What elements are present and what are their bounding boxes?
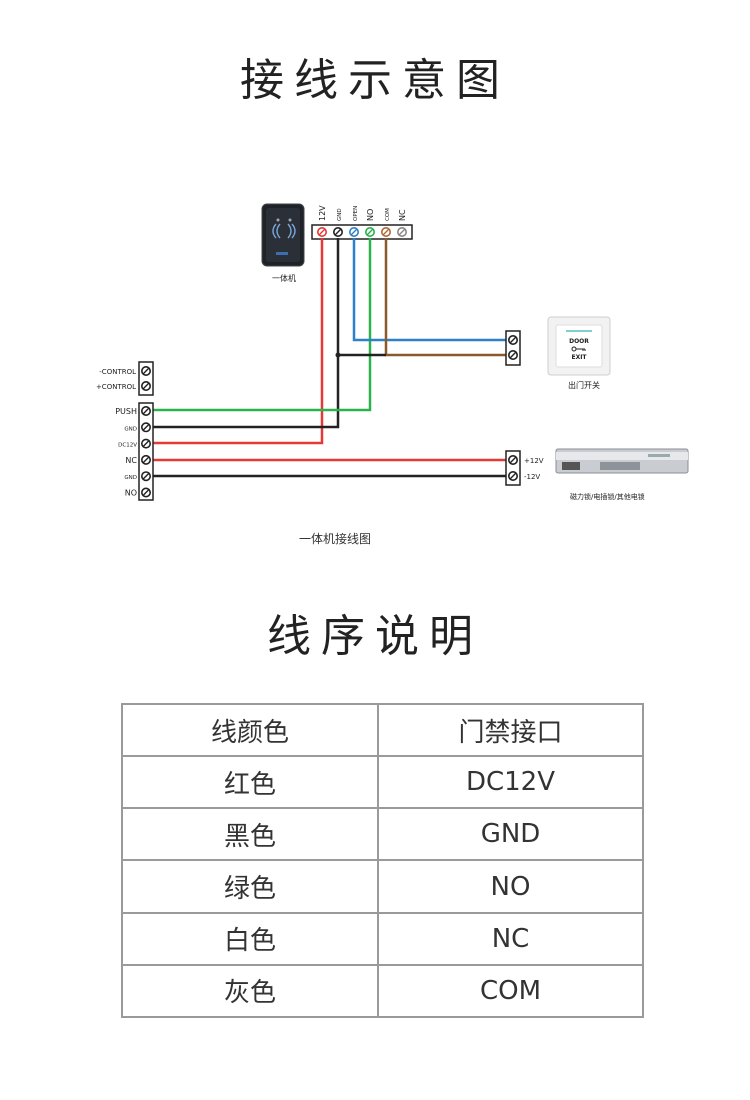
exit-button: DOOR EXIT [547,316,611,376]
reader-terminal-label: COM [385,208,391,221]
table-header-cell: 门禁接口 [377,702,644,758]
reader-terminal-screw [380,226,391,237]
table-row: 黑色 GND [121,807,644,862]
table-title: 线序说明 [267,611,483,662]
controller-terminal-screw [141,471,152,482]
controller-control-labels: -CONTROL +CONTROL [96,368,136,391]
controller-terminal-block [138,402,154,501]
controller-control-screw [141,366,152,377]
interface-cell: COM [377,963,644,1019]
exit-button-exit-text: EXIT [571,354,587,361]
lock-terminal-screw [507,454,518,465]
wire-black-gnd [146,238,340,429]
wire-color-cell: 绿色 [121,859,379,914]
controller-terminal-screw [141,422,152,433]
reader-terminal-label: GND [337,208,343,221]
reader-terminal-screw [364,226,375,237]
table-row: 白色 NC [121,911,644,966]
reader-terminal-screw [332,226,343,237]
wire-color-cell: 白色 [121,911,379,966]
reader-terminal-block [311,224,413,240]
exit-button-terminal-screw [507,335,518,346]
lock-label-text: 磁力锁/电插锁/其他电锁 [570,492,645,501]
lock-label: 磁力锁/电插锁/其他电锁 [570,492,645,501]
reader-device [261,203,305,267]
controller-terminal-label: NC [125,456,137,465]
lock-terminal-screw [507,470,518,481]
wire-blue-open [352,238,512,342]
reader-terminal-label: OPEN [353,206,359,221]
interface-cell: NO [377,859,644,914]
wire-brown-com [384,238,512,357]
wiring-diagram: 一体机 12V GND OPEN NO COM NC -CONTROL +CONTROL P… [96,203,689,501]
wire-color-cell: 灰色 [121,963,379,1019]
interface-cell: NC [377,911,644,966]
table-row: 绿色 NO [121,859,644,914]
magnetic-lock [555,448,689,474]
diagram-caption: 一体机接线图 [298,532,371,546]
wire-color-cell: 黑色 [121,807,379,862]
reader-terminal-screw [348,226,359,237]
table-row: 红色 DC12V [121,755,644,810]
reader-terminal-screw [396,226,407,237]
controller-terminal-label: PUSH [115,407,137,416]
controller-control-label: +CONTROL [96,383,136,391]
controller-control-screw [141,381,152,392]
exit-button-terminal-screw [507,350,518,361]
controller-control-label: -CONTROL [99,368,136,376]
wire-color-cell: 红色 [121,755,379,810]
controller-terminal-label: NO [125,489,137,498]
reader-terminal-label: 12V [318,205,327,221]
controller-terminal-screw [141,406,152,417]
key-icon [571,346,586,352]
controller-terminal-screw [141,454,152,465]
reader-label: 一体机 [272,273,296,283]
reader-terminal-screw [316,226,327,237]
controller-terminal-labels: PUSH GND DC12V NC GND NO [115,407,137,498]
table-header-row: 线颜色 门禁接口 [121,702,644,758]
table-header-cell: 线颜色 [121,702,379,758]
exit-button-terminal-block [505,330,521,366]
wire-green-no [146,238,372,412]
controller-terminal-label: GND [124,426,137,432]
wires [146,238,512,478]
lock-terminal-block [505,450,521,486]
interface-cell: GND [377,807,644,862]
lock-terminal-labels: +12V -12V [524,457,544,481]
interface-cell: DC12V [377,755,644,810]
exit-button-label: 出门开关 [568,380,600,390]
reader-terminal-label: NO [366,209,375,221]
controller-terminal-screw [141,438,152,449]
controller-terminal-screw [141,487,152,498]
wiring-table: 线颜色 门禁接口 红色 DC12V 黑色 GND 绿色 NO 白色 NC 灰色 … [121,702,644,1019]
controller-terminal-label: DC12V [118,443,137,449]
controller-control-terminal-block [138,361,154,396]
controller-terminal-label: GND [124,475,137,481]
lock-terminal-label: -12V [524,473,540,481]
reader-terminal-labels: 12V GND OPEN NO COM NC [318,205,407,221]
wire-junction [335,352,341,358]
lock-terminal-label: +12V [524,457,544,465]
table-row: 灰色 COM [121,963,644,1019]
diagram-title: 接线示意图 [240,55,510,106]
exit-button-door-text: DOOR [569,338,589,345]
wire-red-12v [146,238,324,445]
reader-terminal-label: NC [398,209,407,221]
